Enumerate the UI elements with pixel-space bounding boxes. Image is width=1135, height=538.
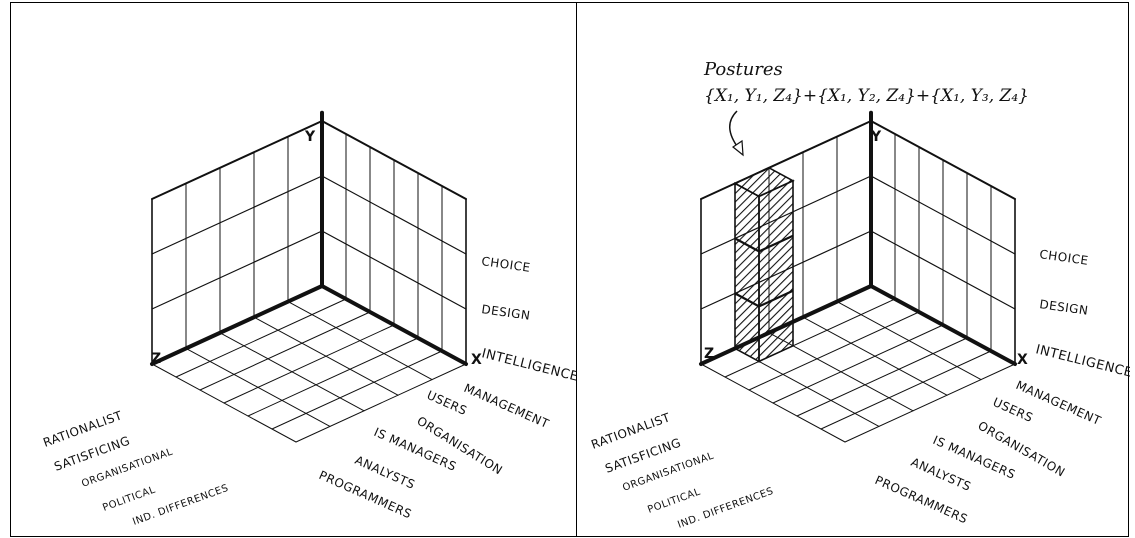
right-z-axis-label: Z xyxy=(704,346,714,362)
right-x-label-users: USERS xyxy=(991,395,1035,425)
left-floor-line xyxy=(247,337,419,417)
posture-block-top xyxy=(733,166,795,198)
left-z-axis-label: Z xyxy=(151,351,161,367)
right-floor-line xyxy=(820,350,992,430)
left-z-axis xyxy=(150,284,324,366)
left-wall-line xyxy=(151,230,323,310)
right-wall-line xyxy=(870,175,1016,255)
left-floor-line xyxy=(219,332,365,412)
left-wall-line xyxy=(151,120,323,200)
right-x-axis xyxy=(869,284,1017,366)
right-wall-line xyxy=(870,120,1016,200)
left-floor-line xyxy=(271,350,443,430)
right-x-axis-label: X xyxy=(1017,352,1028,368)
right-floor-line xyxy=(772,324,944,404)
left-level-choice: CHOICE xyxy=(481,254,532,275)
right-wall-line xyxy=(700,120,872,200)
right-floor-line xyxy=(796,337,968,417)
left-floor-line xyxy=(287,301,433,381)
left-floor-line xyxy=(185,347,331,427)
left-x-axis-label: X xyxy=(471,352,482,368)
right-floor-line xyxy=(700,363,846,443)
left-x-label-management: MANAGEMENT xyxy=(462,381,552,431)
left-wall-line xyxy=(321,230,467,310)
right-z-label-political: POLITICAL xyxy=(646,487,702,516)
left-level-intelligence: INTELLIGENCE xyxy=(480,346,578,385)
posture-block-side xyxy=(758,179,794,363)
postures-formula: {X₁, Y₁, Z₄}+{X₁, Y₂, Z₄}+{X₁, Y₃, Z₄} xyxy=(704,86,1029,106)
postures-title: Postures xyxy=(703,59,783,80)
left-x-axis xyxy=(320,284,468,366)
left-z-label-political: POLITICAL xyxy=(101,485,157,514)
left-wall-line xyxy=(321,175,467,255)
left-cube-grid xyxy=(150,110,468,443)
right-level-choice: CHOICE xyxy=(1039,247,1090,268)
right-x-label-analysts: ANALYSTS xyxy=(909,455,974,494)
posture-block-front xyxy=(734,182,760,363)
right-level-intelligence: INTELLIGENCE xyxy=(1034,342,1130,381)
right-level-design: DESIGN xyxy=(1039,297,1090,318)
left-y-axis-label: Y xyxy=(304,129,316,145)
left-floor-line xyxy=(151,363,297,443)
left-diagram-panel: Y X Z CHOICE DESIGN INTELLIGENCE MANAGEM… xyxy=(10,2,578,537)
right-floor-line xyxy=(802,316,948,396)
left-level-design: DESIGN xyxy=(481,302,532,323)
right-diagram-panel: Y X Z Postures {X₁, Y₁, Z₄}+{X₁, Y₂, Z₄}… xyxy=(576,2,1130,537)
left-cube-diagram: Y X Z CHOICE DESIGN INTELLIGENCE MANAGEM… xyxy=(41,110,578,528)
left-wall-line xyxy=(321,120,467,200)
posture-block xyxy=(733,166,795,363)
right-wall-line xyxy=(870,230,1016,310)
left-floor-line xyxy=(223,324,395,404)
right-cube-diagram: Y X Z Postures {X₁, Y₁, Z₄}+{X₁, Y₂, Z₄}… xyxy=(589,59,1130,531)
left-floor-line xyxy=(175,298,347,378)
right-floor-line xyxy=(748,311,920,391)
left-x-label-organisation: ORGANISATION xyxy=(414,414,505,478)
left-floor-line xyxy=(295,363,467,443)
right-y-axis-label: Y xyxy=(870,129,882,145)
annotation-arrow-head xyxy=(731,139,744,157)
right-floor-line xyxy=(836,301,982,381)
right-floor-line xyxy=(724,298,896,378)
left-floor-line xyxy=(199,311,371,391)
left-floor-line xyxy=(253,316,399,396)
posture-block-level-divider xyxy=(734,234,794,253)
right-floor-line xyxy=(844,363,1016,443)
posture-block-level-divider xyxy=(734,289,794,308)
left-wall-line xyxy=(151,175,323,255)
